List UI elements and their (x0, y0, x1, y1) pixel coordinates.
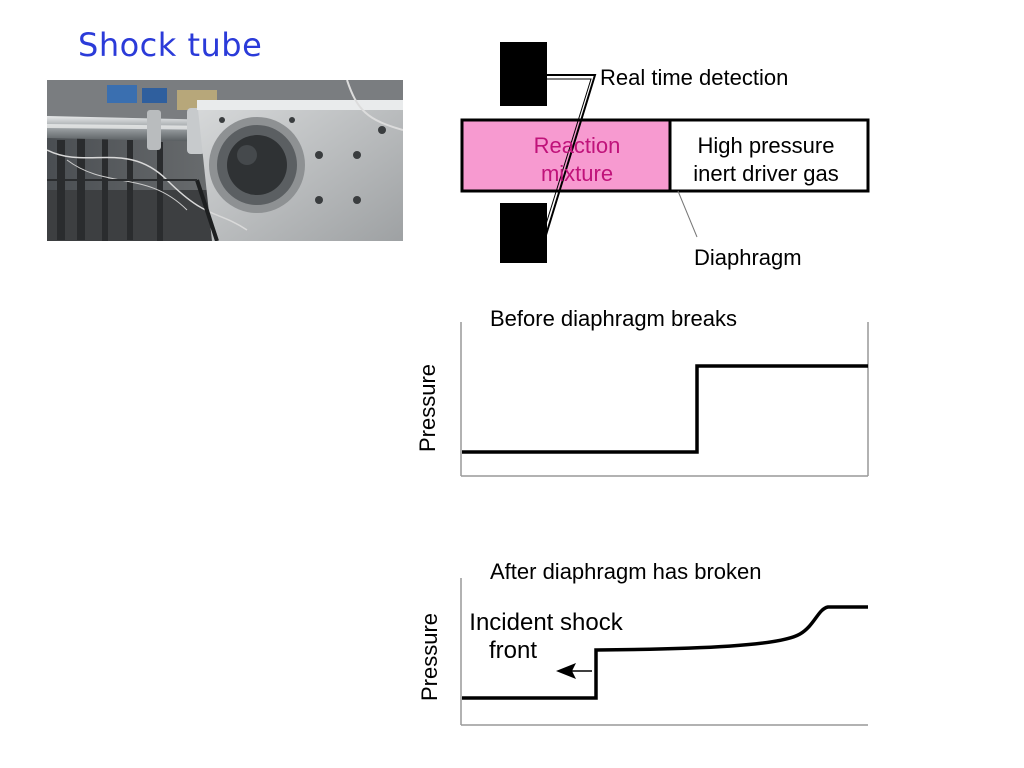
plot-before-pressure-curve (462, 364, 868, 454)
plot-before: Before diaphragm breaks Pressure (415, 306, 869, 477)
tube-outline (460, 118, 870, 193)
driver-label-line2: inert driver gas (693, 161, 839, 186)
shock-front-label-line2: front (489, 637, 537, 664)
plot-after-title: After diaphragm has broken (490, 559, 762, 584)
detection-beam-line (545, 74, 597, 236)
slide-title: Shock tube (78, 26, 263, 64)
driver-label-line1: High pressure (698, 133, 835, 158)
detector-bottom-block (500, 203, 547, 263)
detection-label: Real time detection (600, 65, 788, 90)
plot-after-ylabel: Pressure (417, 613, 442, 701)
shock-tube-photo (47, 80, 403, 241)
shock-tube-photo-illustration (47, 80, 403, 241)
reaction-section (462, 120, 670, 191)
schematic: Real time detection Reaction mixture Hig… (460, 42, 870, 270)
plot-after: After diaphragm has broken Pressure Inci… (417, 559, 868, 726)
reaction-label-line1: Reaction (534, 133, 621, 158)
reaction-label-line2: mixture (541, 161, 613, 186)
detection-beam-line-2 (541, 78, 592, 238)
shock-front-arrowhead (556, 663, 576, 679)
detector-top-block (500, 42, 547, 106)
plot-after-pressure-curve (462, 605, 868, 700)
plot-before-ylabel: Pressure (415, 364, 440, 452)
diaphragm-pointer (677, 190, 698, 238)
diaphragm-label: Diaphragm (694, 245, 802, 270)
shock-front-label-line1: Incident shock (469, 609, 623, 636)
plot-before-title: Before diaphragm breaks (490, 306, 737, 331)
driver-section (670, 120, 868, 191)
